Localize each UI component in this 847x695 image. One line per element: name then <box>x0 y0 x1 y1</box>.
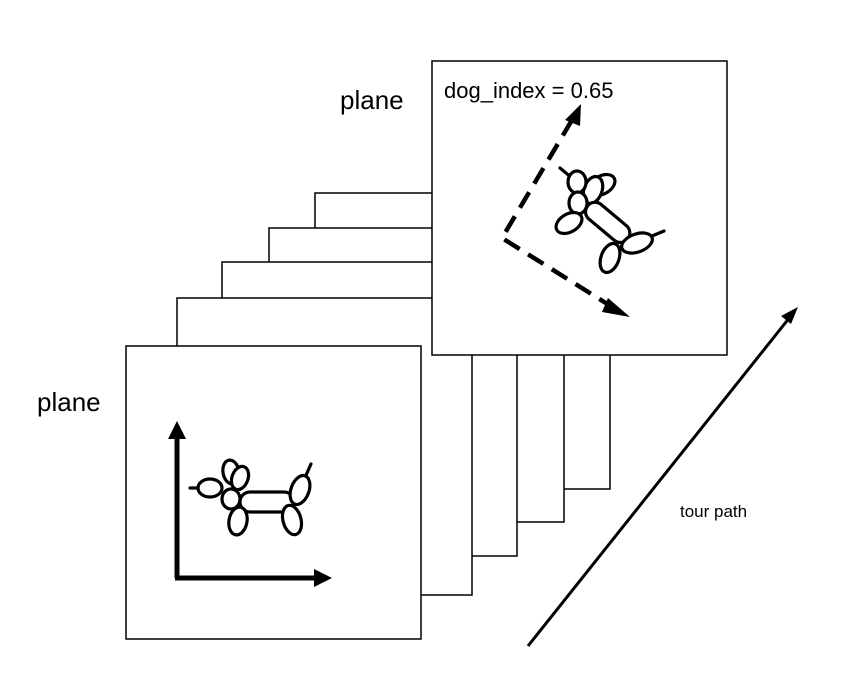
axes-arrow-icon <box>168 421 332 587</box>
tour-path-arrow-icon <box>526 307 798 647</box>
back-plane <box>431 60 728 356</box>
back-plane-label: plane <box>340 85 404 115</box>
front-plane <box>125 345 422 640</box>
front-plane-label: plane <box>37 387 101 417</box>
dashed-axes-arrow-icon <box>498 104 630 317</box>
balloon-dog-rotated-icon <box>554 166 666 275</box>
dog-index-label: dog_index = 0.65 <box>444 78 613 103</box>
balloon-dog-icon <box>188 458 313 537</box>
tour-path-label: tour path <box>680 502 747 521</box>
